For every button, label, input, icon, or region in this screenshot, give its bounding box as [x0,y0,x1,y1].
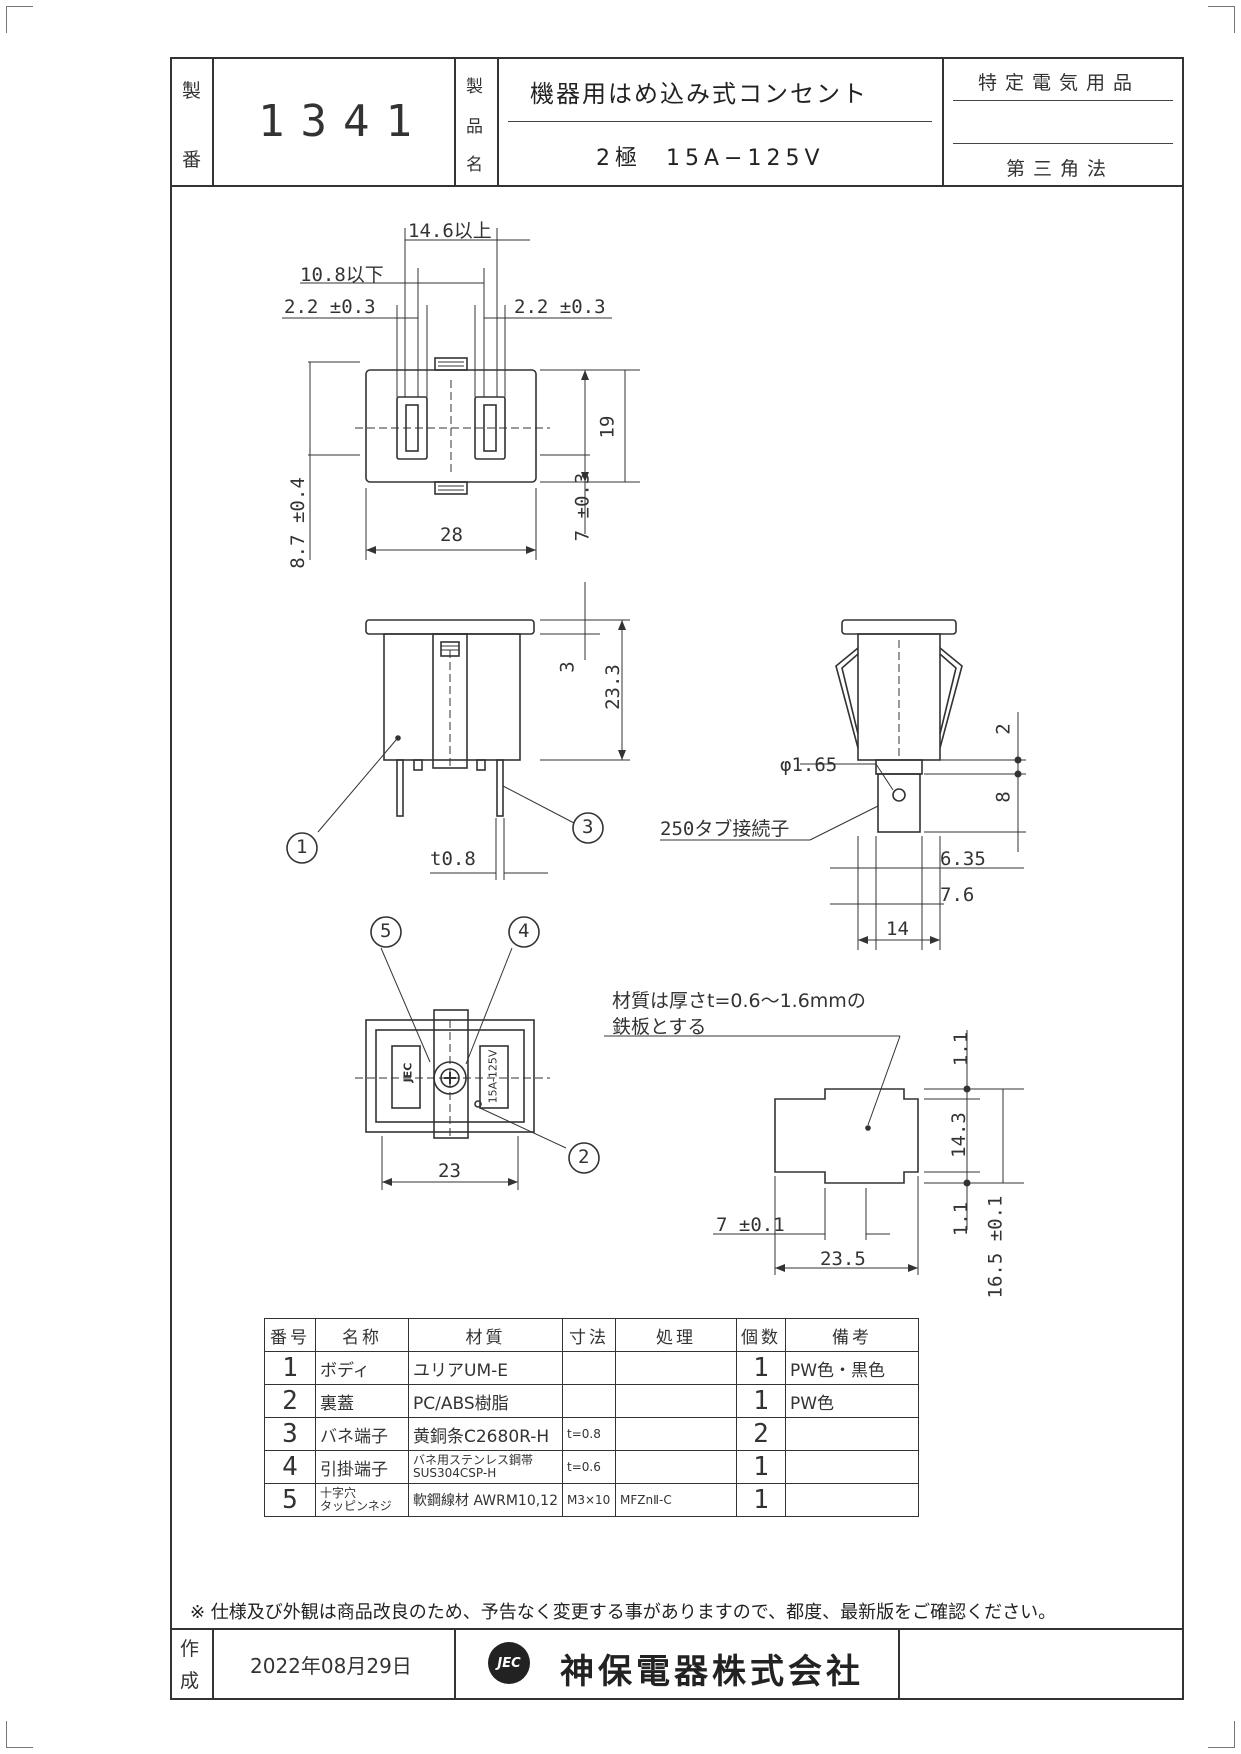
crop-mark-top-left [6,6,33,33]
table-row: 2 裏蓋 PC/ABS樹脂 1 PW色 [264,1384,919,1418]
dim-blade-left: 2.2 ±0.3 [284,296,376,318]
callout-5: 5 [380,920,392,942]
projection-label: 第三角法 [1006,158,1115,180]
table-row: 5 十字穴タッピンネジ 軟鋼線材 AWRM10,12 M3×10 MFZnⅡ-C… [264,1483,919,1517]
dim-thickness: t0.8 [430,848,476,870]
dim-tab: 250タブ接続子 [660,818,790,840]
company-logo: JEC [488,1642,530,1684]
col-qty: 個数 [736,1318,786,1352]
crop-mark-top-right [1208,6,1235,33]
company-name: 神保電器株式会社 [560,1652,864,1692]
dim-flange-3: 3 [556,661,579,673]
dim-offset-left: 8.7 ±0.4 [286,477,309,569]
dim-23-5: 23.5 [820,1248,866,1270]
parts-table: 番号 名称 材質 寸法 処理 個数 備考 1 ボディ ユリアUM-E 1 PW色… [264,1318,919,1517]
crop-mark-bottom-right [1208,1721,1235,1748]
footer-divider-3 [898,1628,900,1700]
dim-1-1-bottom: 1.1 [950,1201,973,1237]
callout-1: 1 [296,836,308,858]
product-label-1: 製 [466,77,483,97]
dim-7-6: 7.6 [940,884,975,906]
footer-divider-1 [212,1628,214,1700]
col-number: 番号 [264,1318,316,1352]
front-view [365,619,535,817]
dim-2: 2 [992,723,1015,735]
title-divider-1 [212,57,214,186]
title-block-bottom-line [170,185,1184,187]
dim-14-3: 14.3 [947,1112,970,1158]
dim-width-23: 23 [438,1160,461,1182]
col-name: 名称 [315,1318,409,1352]
dim-offset-right: 7 ±0.3 [571,472,594,542]
product-label-3: 名 [466,155,483,175]
regulation-underline-1 [953,100,1173,101]
callout-2: 2 [578,1146,590,1168]
product-name: 機器用はめ込み式コンセント [530,80,868,108]
dim-16-5: 16.5 ±0.1 [984,1195,1007,1299]
seiban-label-bottom: 番 [182,149,202,171]
dim-height-19: 19 [596,415,619,439]
col-material: 材質 [408,1318,563,1352]
title-divider-2 [454,57,456,186]
footer-top-line [170,1628,1184,1630]
seiban-label-top: 製 [182,80,202,102]
side-view [835,619,963,833]
dim-hole: φ1.65 [780,754,838,776]
product-label-2: 品 [466,117,483,137]
dim-width-28: 28 [440,524,463,546]
dim-8: 8 [992,791,1015,803]
drawing-number: 1341 [258,96,428,147]
panel-cutout-view [774,1088,919,1184]
made-label-bottom: 成 [180,1670,200,1692]
table-row: 3 バネ端子 黄銅条C2680R-H t=0.8 2 [264,1417,919,1451]
dim-height-23-3: 23.3 [601,664,624,710]
drawing-frame [170,57,1184,1700]
table-row: 1 ボディ ユリアUM-E 1 PW色・黒色 [264,1351,919,1385]
col-treatment: 処理 [615,1318,737,1352]
title-divider-4 [942,57,944,186]
title-divider-3 [497,57,499,186]
panel-note-line-2: 鉄板とする [612,1016,707,1038]
dim-14: 14 [886,918,909,940]
dim-span-upper: 14.6以上 [408,220,492,242]
product-name-underline [508,121,932,122]
col-remarks: 備考 [785,1318,919,1352]
logo-text: JEC [497,1655,521,1671]
panel-note-line-1: 材質は厚さt=0.6〜1.6mmの [612,990,866,1012]
footer-divider-2 [454,1628,456,1700]
crop-mark-bottom-left [6,1721,33,1748]
dim-7: 7 ±0.1 [716,1214,785,1236]
top-view [355,357,550,495]
product-spec: 2極 15A−125V [596,146,825,171]
disclaimer-note: ※ 仕様及び外観は商品改良のため、予告なく変更する事がありますので、都度、最新版… [190,1602,1057,1623]
creation-date: 2022年08月29日 [250,1654,412,1678]
bottom-view [355,1009,550,1140]
callout-4: 4 [518,920,530,942]
dim-blade-right: 2.2 ±0.3 [514,296,606,318]
mark-brand: JEC [401,1062,415,1083]
dim-1-1-top: 1.1 [950,1031,973,1067]
made-label-top: 作 [180,1638,200,1660]
dim-6-35: 6.35 [940,848,986,870]
col-size: 寸法 [562,1318,616,1352]
callout-3: 3 [582,816,594,838]
regulation-label: 特定電気用品 [978,72,1141,94]
mark-rating: 15A-125V [486,1049,500,1104]
regulation-underline-2 [953,143,1173,144]
parts-table-header: 番号 名称 材質 寸法 処理 個数 備考 [264,1318,919,1352]
dim-span-lower: 10.8以下 [300,264,384,286]
